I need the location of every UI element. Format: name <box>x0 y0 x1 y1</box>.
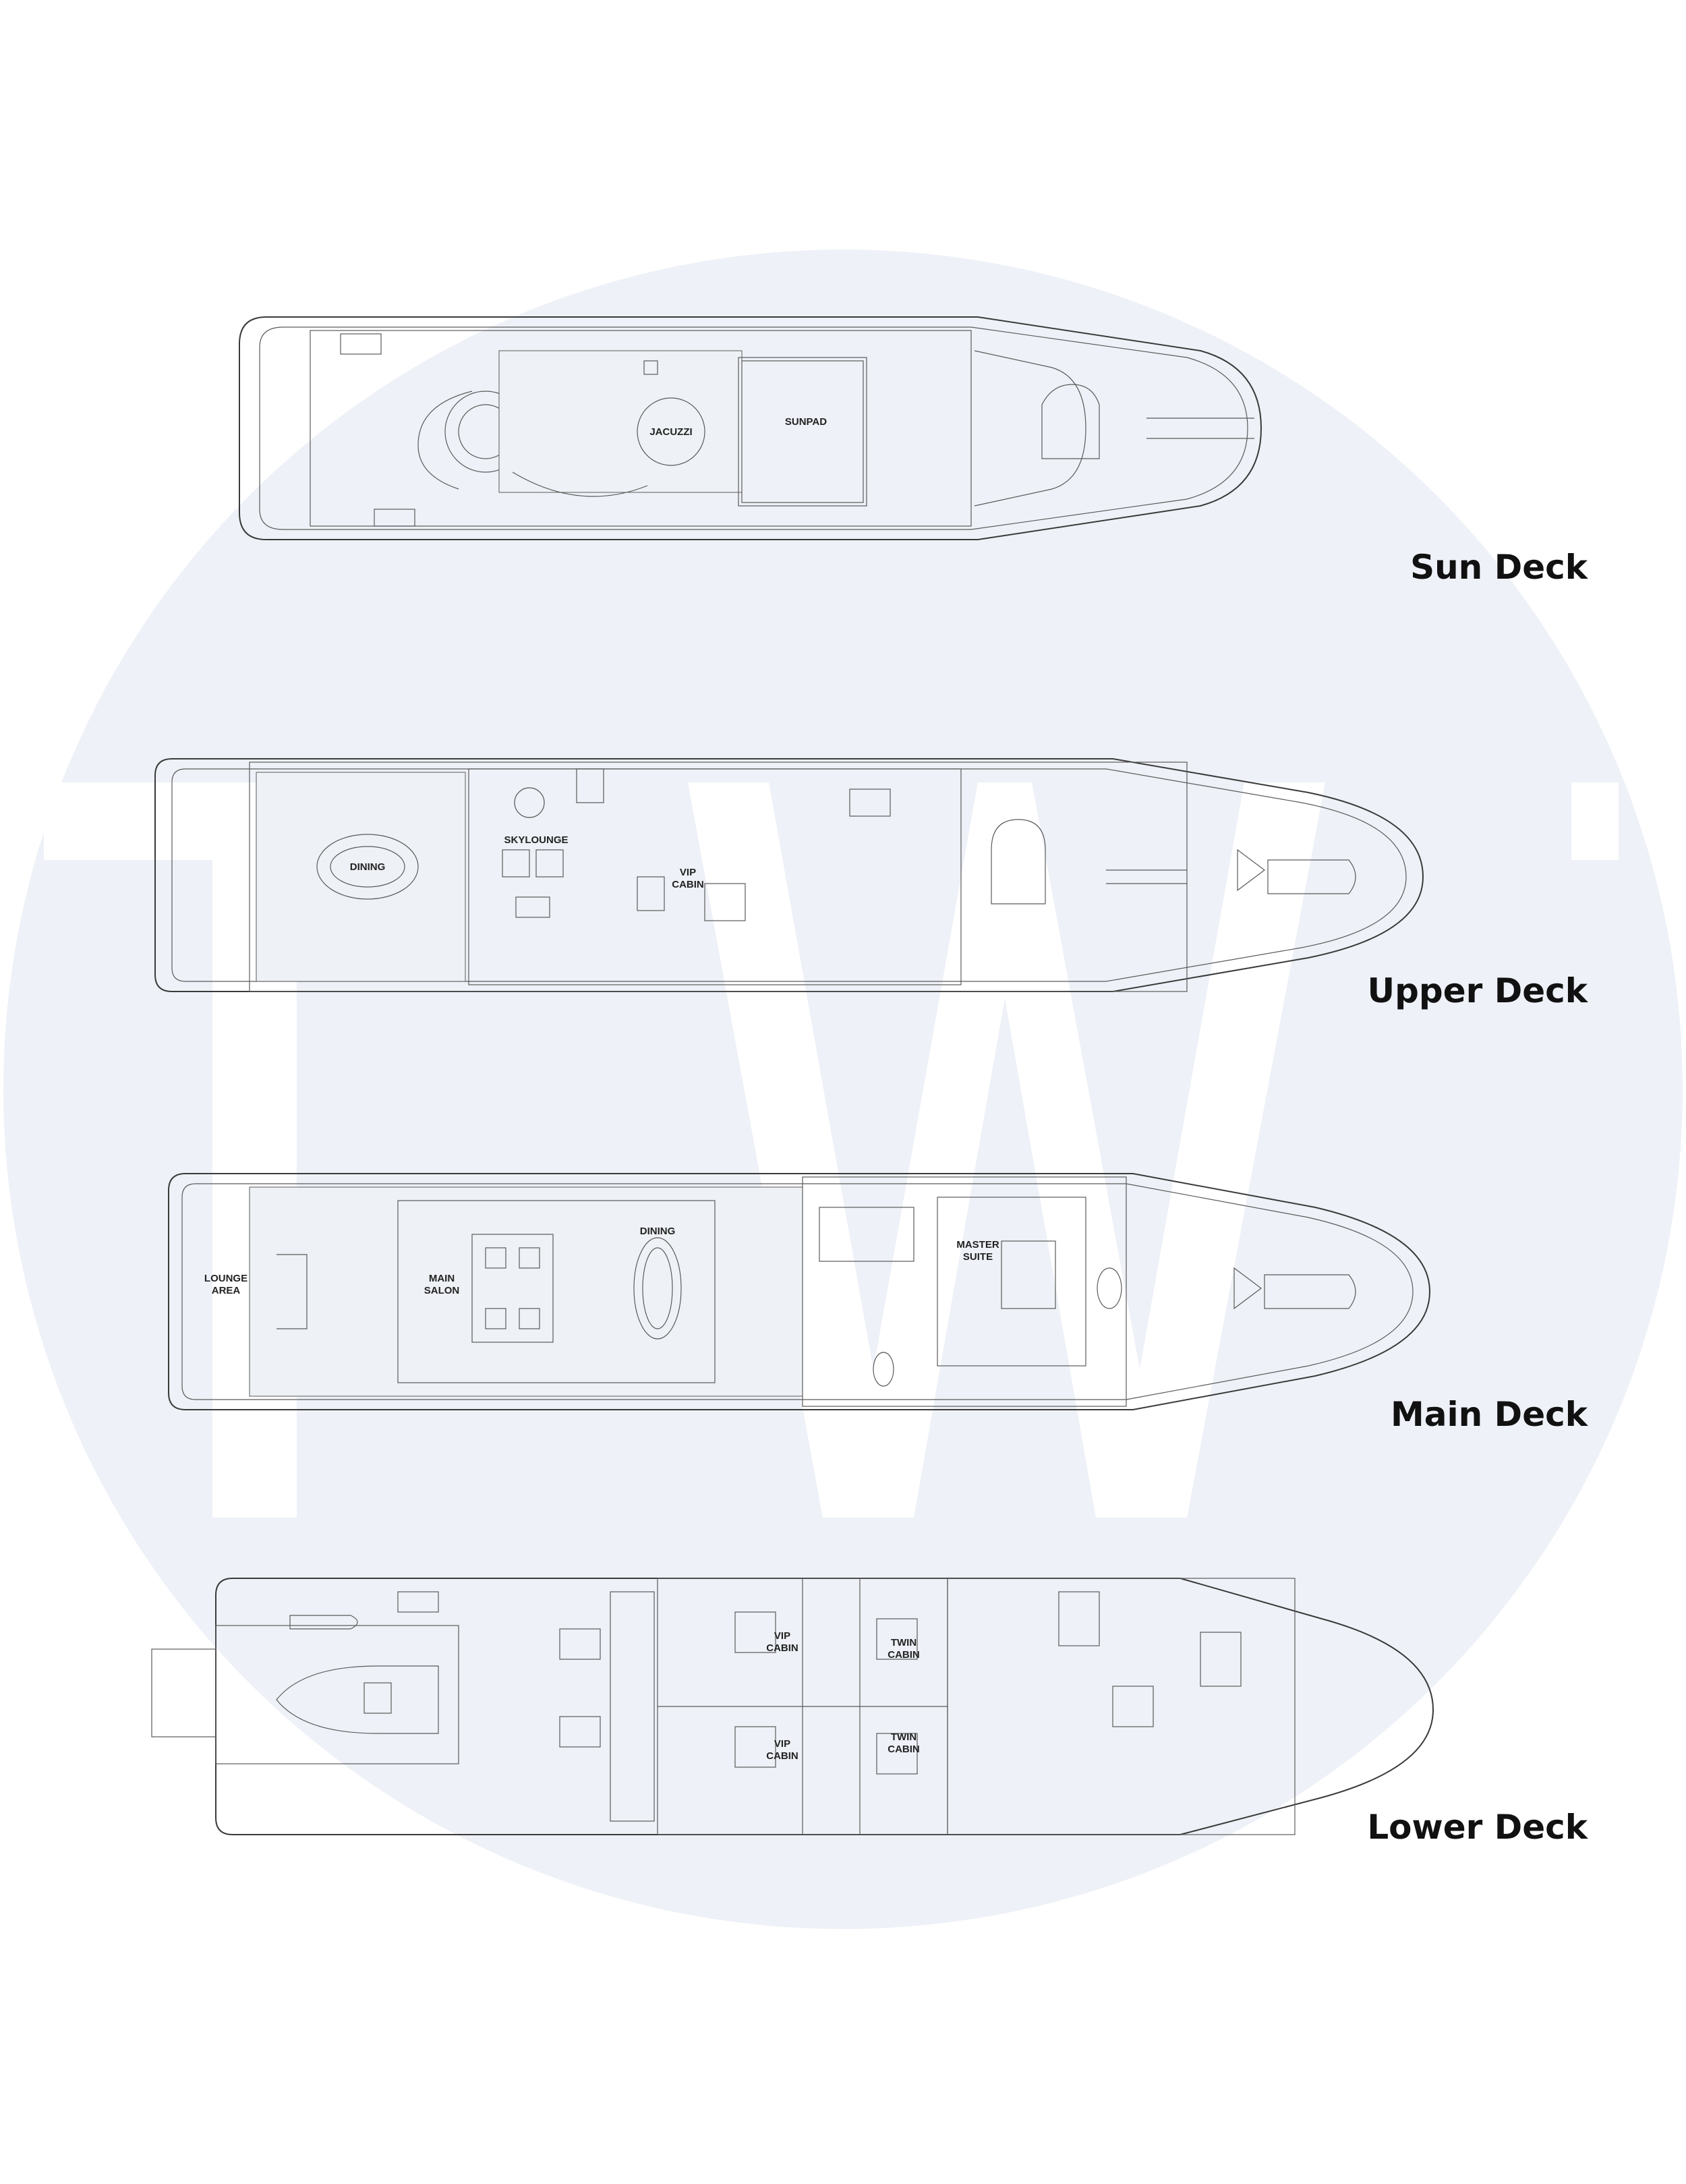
label-skylounge: SKYLOUNGE <box>504 834 568 846</box>
sun-deck-room-labels: JACUZZI SUNPAD <box>649 416 827 438</box>
label-twin-1: TWIN <box>891 1637 917 1648</box>
upper-deck-hull <box>154 758 1424 992</box>
main-deck-title: Main Deck <box>1391 1395 1588 1434</box>
label-vip-2: VIP <box>774 1738 790 1750</box>
upper-deck-plan: DINING SKYLOUNGE VIP CABIN <box>154 758 1424 992</box>
main-deck-room-labels: LOUNGE AREA MAIN SALON DINING MASTER SUI… <box>204 1226 999 1296</box>
label-cabin-1: CABIN <box>766 1642 798 1654</box>
label-vip: VIP <box>680 867 696 878</box>
lower-deck-plan: VIP CABIN TWIN CABIN VIP CABIN TWIN CABI… <box>151 1578 1434 1835</box>
label-master: MASTER <box>956 1239 999 1251</box>
upper-deck-furniture <box>316 768 1356 921</box>
lower-deck-room-labels: VIP CABIN TWIN CABIN VIP CABIN TWIN CABI… <box>766 1630 920 1762</box>
sun-deck-furniture <box>340 333 1254 527</box>
sun-deck-title: Sun Deck <box>1410 548 1588 587</box>
label-cabin: CABIN <box>672 879 704 890</box>
label-suite: SUITE <box>963 1251 993 1263</box>
label-salon: SALON <box>424 1285 460 1296</box>
main-deck-plan: LOUNGE AREA MAIN SALON DINING MASTER SUI… <box>168 1173 1431 1410</box>
upper-deck-title: Upper Deck <box>1367 971 1588 1010</box>
sun-deck-hull <box>239 316 1262 540</box>
main-deck-furniture <box>277 1207 1356 1387</box>
lower-deck-furniture <box>276 1578 1242 1835</box>
lower-deck-title: Lower Deck <box>1367 1808 1588 1847</box>
label-main: MAIN <box>429 1273 455 1284</box>
main-deck-hull <box>168 1173 1431 1410</box>
upper-deck-room-labels: DINING SKYLOUNGE VIP CABIN <box>350 834 704 890</box>
label-lounge: LOUNGE <box>204 1273 248 1284</box>
label-vip-1: VIP <box>774 1630 790 1642</box>
label-cabin-2: CABIN <box>888 1649 920 1661</box>
label-dining: DINING <box>640 1226 676 1237</box>
label-dining: DINING <box>350 861 386 873</box>
sun-deck-plan: JACUZZI SUNPAD <box>239 316 1262 540</box>
label-area: AREA <box>212 1285 241 1296</box>
label-twin-2: TWIN <box>891 1731 917 1743</box>
watermark-circle <box>3 250 1683 1929</box>
label-jacuzzi: JACUZZI <box>649 426 692 438</box>
label-sunpad: SUNPAD <box>785 416 827 428</box>
label-cabin-3: CABIN <box>766 1750 798 1762</box>
label-cabin-4: CABIN <box>888 1744 920 1755</box>
